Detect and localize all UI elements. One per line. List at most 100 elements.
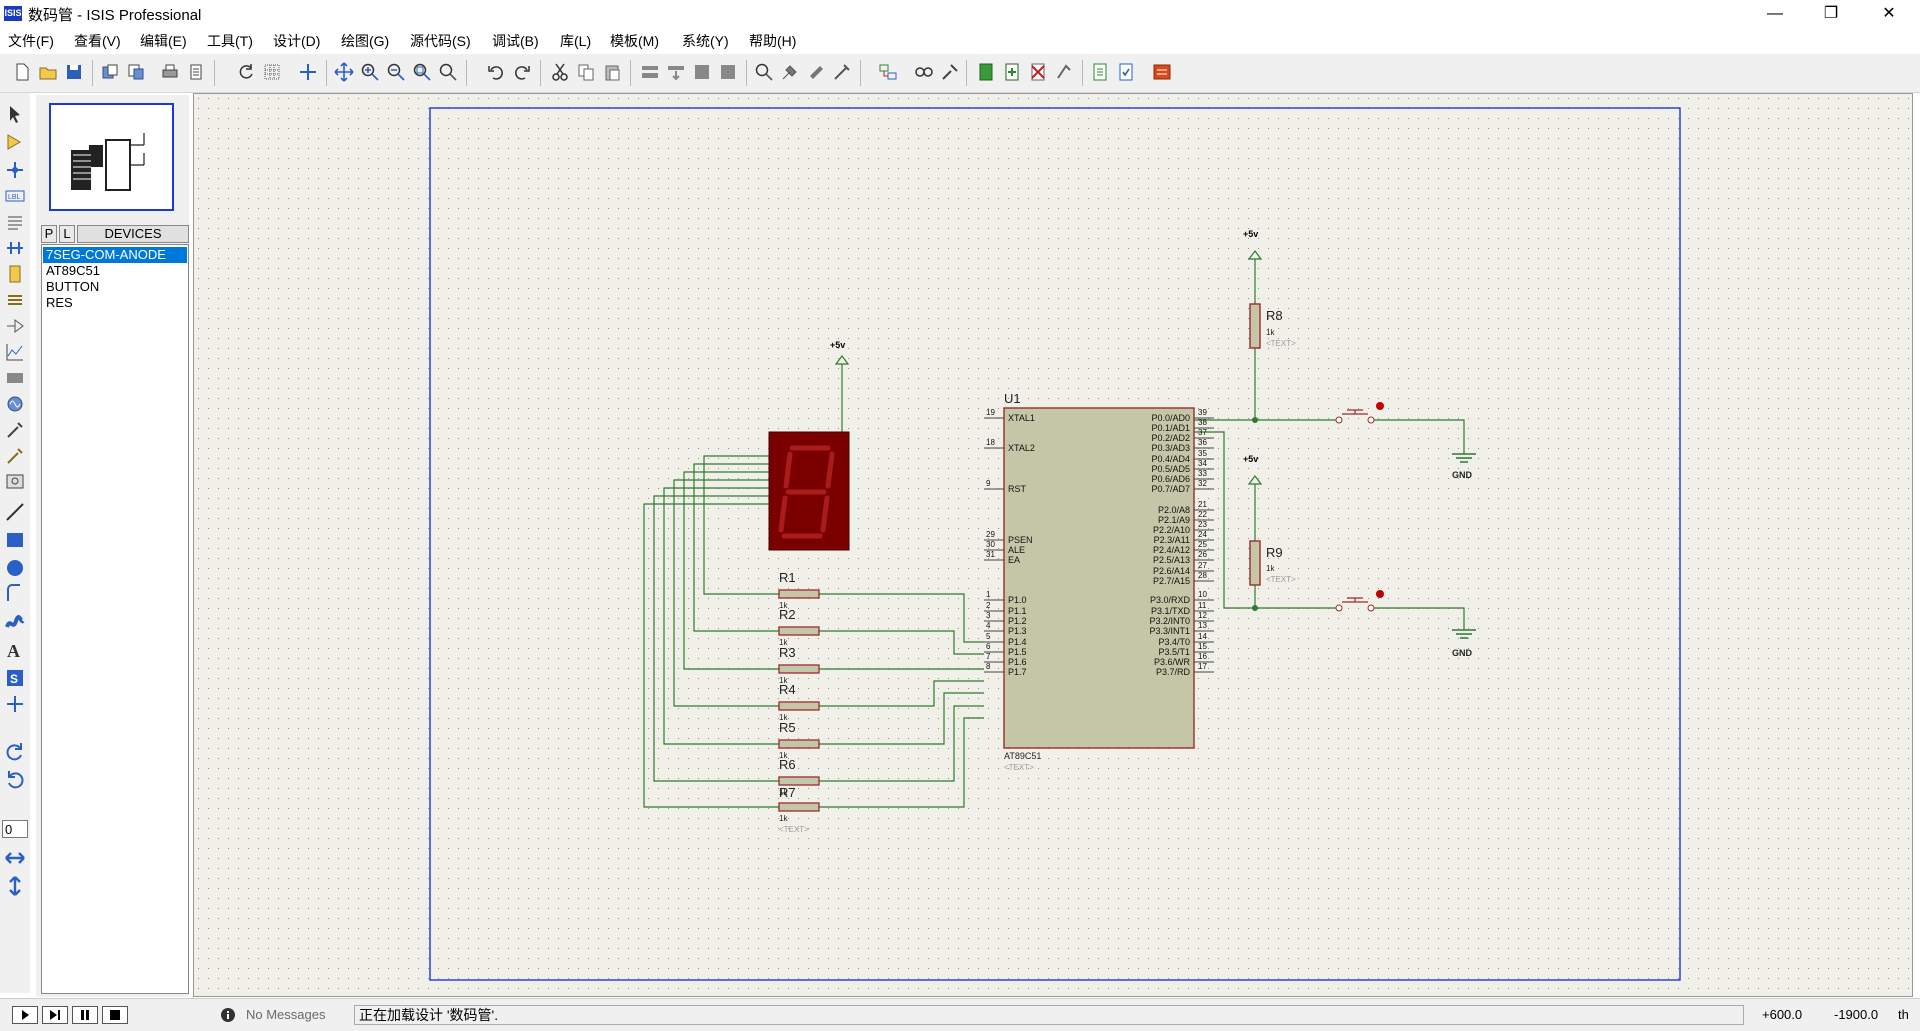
bus-icon[interactable] (4, 237, 26, 259)
selection-icon[interactable] (4, 103, 26, 125)
wires[interactable] (643, 259, 1465, 808)
rotation-input[interactable]: 0 (2, 820, 28, 838)
refresh-icon[interactable] (236, 62, 256, 82)
rotate-clockwise-icon[interactable] (4, 741, 26, 763)
resistor-r4[interactable] (778, 701, 820, 711)
zoom-out-icon[interactable] (386, 62, 406, 82)
pick-devices-button[interactable]: P (41, 225, 57, 243)
zoom-all-icon[interactable] (412, 62, 432, 82)
circle-icon[interactable] (4, 557, 26, 579)
library-manager-button[interactable]: L (59, 225, 75, 243)
box-icon[interactable] (4, 529, 26, 551)
line-icon[interactable] (4, 501, 26, 523)
power-terminal-display[interactable] (834, 355, 850, 365)
pan-icon[interactable] (334, 62, 354, 82)
current-probe-icon[interactable] (4, 445, 26, 467)
subcircuit-icon[interactable] (4, 263, 26, 285)
make-device-icon[interactable] (780, 62, 800, 82)
tape-recorder-icon[interactable] (4, 367, 26, 389)
zoom-in-icon[interactable] (360, 62, 380, 82)
resistor-r5[interactable] (778, 739, 820, 749)
zoom-area-icon[interactable] (438, 62, 458, 82)
menu-source[interactable]: 源代码(S) (410, 33, 471, 49)
menu-design[interactable]: 设计(D) (273, 33, 321, 49)
menu-library[interactable]: 库(L) (560, 33, 592, 49)
pick-device-icon[interactable] (754, 62, 774, 82)
grid-icon[interactable] (262, 62, 282, 82)
junction-icon[interactable] (4, 159, 26, 181)
play-button[interactable] (12, 1006, 38, 1024)
list-item[interactable]: AT89C51 (46, 263, 100, 278)
print-icon[interactable] (160, 62, 180, 82)
rotate-anticlockwise-icon[interactable] (4, 769, 26, 791)
menu-view[interactable]: 查看(V) (74, 33, 121, 49)
component-icon[interactable] (4, 131, 26, 153)
cut-icon[interactable] (550, 62, 570, 82)
menu-edit[interactable]: 编辑(E) (140, 33, 187, 49)
menu-template[interactable]: 模板(M) (610, 33, 659, 49)
list-item[interactable]: RES (46, 295, 73, 310)
marker-icon[interactable] (4, 693, 26, 715)
save-icon[interactable] (64, 62, 84, 82)
device-pin-icon[interactable] (4, 315, 26, 337)
seven-segment-display[interactable] (768, 431, 850, 551)
menu-file[interactable]: 文件(F) (8, 33, 54, 49)
menu-tools[interactable]: 工具(T) (207, 33, 253, 49)
schematic-editing-window[interactable]: +5v +5v +5v GND GND R8 1k <TEXT> R9 (193, 93, 1913, 997)
stop-button[interactable] (102, 1006, 128, 1024)
new-file-icon[interactable] (12, 62, 32, 82)
voltage-probe-icon[interactable] (4, 419, 26, 441)
terminals-icon[interactable] (4, 289, 26, 311)
virtual-instrument-icon[interactable] (4, 471, 26, 493)
export-icon[interactable] (126, 62, 146, 82)
text-icon[interactable]: A (4, 639, 26, 661)
packaging-tool-icon[interactable] (806, 62, 826, 82)
wire-label-icon[interactable]: LBL (4, 185, 26, 207)
origin-icon[interactable] (298, 62, 318, 82)
exit-to-parent-icon[interactable] (1054, 62, 1074, 82)
power-terminal-r8[interactable] (1247, 250, 1263, 260)
add-sheet-icon[interactable] (1002, 62, 1022, 82)
symbol-icon[interactable]: S (4, 667, 26, 689)
button-1[interactable] (1335, 402, 1384, 424)
paste-icon[interactable] (602, 62, 622, 82)
power-terminal-r9[interactable] (1247, 475, 1263, 485)
block-copy-icon[interactable] (640, 62, 660, 82)
resistor-r3[interactable] (778, 664, 820, 674)
menu-graph[interactable]: 绘图(G) (341, 33, 390, 49)
menu-system[interactable]: 系统(Y) (682, 33, 729, 49)
resistor-r8[interactable] (1249, 303, 1261, 349)
search-tag-icon[interactable] (914, 62, 934, 82)
new-sheet-icon[interactable] (976, 62, 996, 82)
generator-icon[interactable] (4, 393, 26, 415)
undo-icon[interactable] (486, 62, 506, 82)
bill-of-materials-icon[interactable] (1090, 62, 1110, 82)
resistor-r2[interactable] (778, 626, 820, 636)
ground-terminal-1[interactable] (1452, 453, 1476, 463)
ground-terminal-2[interactable] (1452, 629, 1476, 639)
decompose-icon[interactable] (832, 62, 852, 82)
netlist-to-ares-icon[interactable] (1152, 62, 1172, 82)
step-button[interactable] (42, 1006, 68, 1024)
list-item[interactable]: 7SEG-COM-ANODE (43, 247, 187, 263)
mirror-y-icon[interactable] (4, 875, 26, 897)
resistor-r1[interactable] (778, 589, 820, 599)
text-script-icon[interactable] (4, 211, 26, 233)
copy-icon[interactable] (576, 62, 596, 82)
redo-icon[interactable] (512, 62, 532, 82)
button-2[interactable] (1335, 590, 1384, 612)
resistor-r6[interactable] (778, 776, 820, 786)
print-area-icon[interactable] (186, 62, 206, 82)
arc-icon[interactable] (4, 583, 26, 605)
close-button[interactable]: ✕ (1882, 5, 1896, 22)
overview-window[interactable] (49, 103, 174, 211)
open-folder-icon[interactable] (38, 62, 58, 82)
menu-debug[interactable]: 调试(B) (492, 33, 539, 49)
message-count[interactable]: No Messages (246, 1007, 326, 1022)
resistor-r9[interactable] (1249, 540, 1261, 586)
property-tool-icon[interactable] (940, 62, 960, 82)
list-item[interactable]: BUTTON (46, 279, 100, 294)
maximize-button[interactable]: ❐ (1823, 5, 1839, 22)
block-rotate-icon[interactable] (692, 62, 712, 82)
path-icon[interactable] (4, 611, 26, 633)
